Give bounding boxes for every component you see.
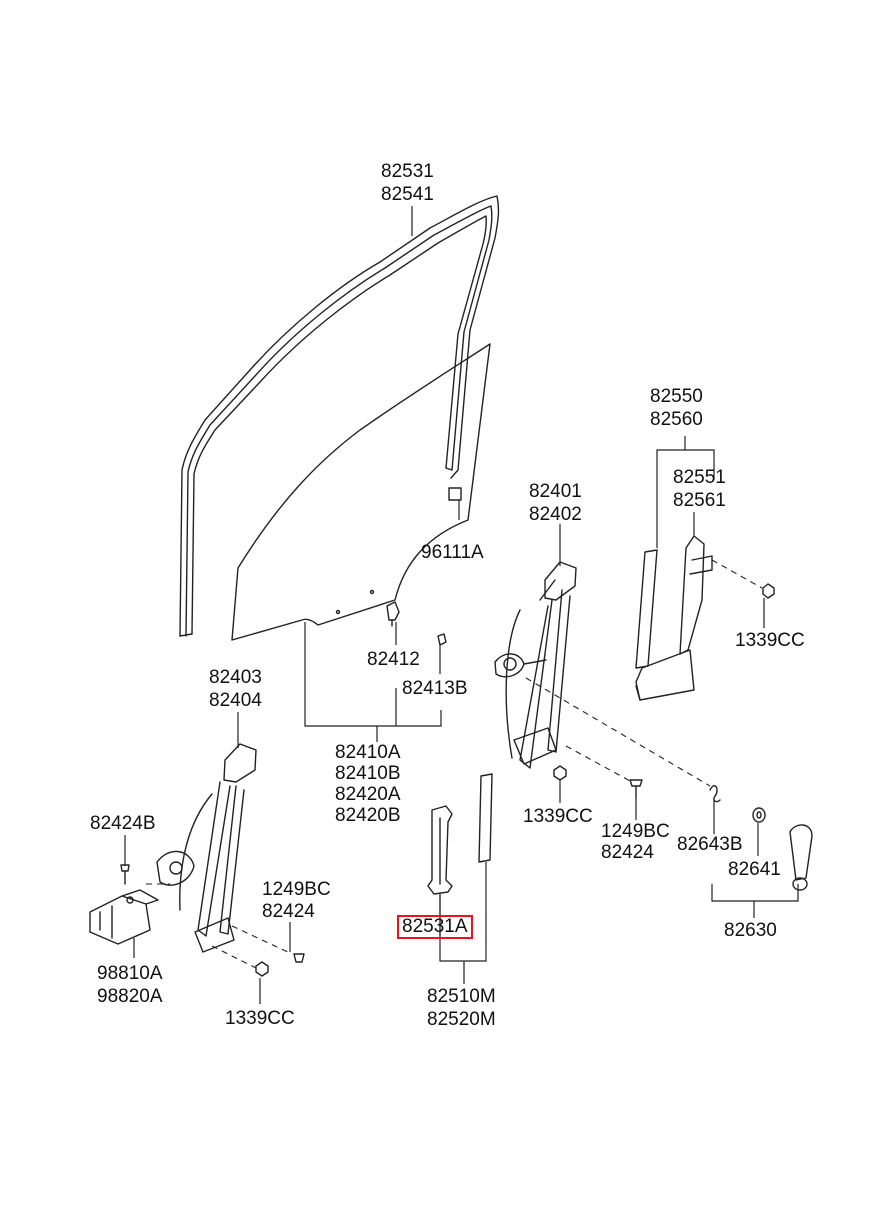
label-82413B[interactable]: 82413B [402, 678, 468, 699]
label-96111A[interactable]: 96111A [421, 542, 484, 563]
label-82404[interactable]: 82404 [209, 690, 262, 711]
regulator-right[interactable] [494, 561, 577, 769]
rear-channel[interactable] [635, 535, 713, 701]
label-82420B[interactable]: 82420B [335, 805, 401, 826]
bolt-1249BC-right[interactable] [629, 779, 643, 799]
label-82560[interactable]: 82560 [650, 409, 703, 430]
label-82403[interactable]: 82403 [209, 667, 262, 688]
label-82531[interactable]: 82531 [381, 161, 434, 182]
channel-82510M[interactable] [478, 773, 493, 863]
label-82510M[interactable]: 82510M [427, 986, 496, 1007]
glass-bushing[interactable] [437, 633, 447, 646]
clip-82643B[interactable] [709, 785, 721, 803]
label-82551[interactable]: 82551 [673, 467, 726, 488]
nut-1339CC-right[interactable] [553, 765, 567, 781]
glass-run-channel[interactable] [179, 195, 500, 637]
label-82401[interactable]: 82401 [529, 481, 582, 502]
glass-clip[interactable] [386, 601, 400, 627]
label-98810A[interactable]: 98810A [97, 963, 163, 984]
label-82643B[interactable]: 82643B [677, 834, 743, 855]
label-1339CC-right[interactable]: 1339CC [523, 806, 593, 827]
label-82550[interactable]: 82550 [650, 386, 703, 407]
bolt-1249BC-left[interactable] [293, 953, 305, 963]
label-82412[interactable]: 82412 [367, 649, 420, 670]
label-1249BC-left[interactable]: 1249BC [262, 879, 331, 900]
label-82561[interactable]: 82561 [673, 490, 726, 511]
label-98820A[interactable]: 98820A [97, 986, 163, 1007]
label-82410B[interactable]: 82410B [335, 763, 401, 784]
nut-1339CC-rear[interactable] [762, 583, 775, 599]
bolt-82424B[interactable] [120, 864, 130, 885]
label-1339CC-left[interactable]: 1339CC [225, 1008, 295, 1029]
motor-98810A[interactable] [89, 889, 159, 945]
label-82531A-highlighted[interactable]: 82531A [397, 915, 473, 939]
guide-82531A[interactable] [427, 805, 453, 895]
regulator-left[interactable] [156, 743, 257, 953]
label-82424-right[interactable]: 82424 [601, 842, 654, 863]
label-82541[interactable]: 82541 [381, 184, 434, 205]
label-82630[interactable]: 82630 [724, 920, 777, 941]
label-82424B[interactable]: 82424B [90, 813, 156, 834]
nut-1339CC-left[interactable] [255, 961, 269, 977]
label-82641[interactable]: 82641 [728, 859, 781, 880]
label-82420A[interactable]: 82420A [335, 784, 401, 805]
label-82410A[interactable]: 82410A [335, 742, 401, 763]
label-1249BC-right[interactable]: 1249BC [601, 821, 670, 842]
label-1339CC-rear[interactable]: 1339CC [735, 630, 805, 651]
leader-lines [124, 206, 799, 1004]
label-82424-left[interactable]: 82424 [262, 901, 315, 922]
washer-82641[interactable] [752, 807, 766, 823]
door-glass[interactable] [231, 343, 491, 641]
label-82402[interactable]: 82402 [529, 504, 582, 525]
label-82520M[interactable]: 82520M [427, 1009, 496, 1030]
handle-82630[interactable] [789, 824, 813, 891]
dashed-lines [146, 559, 763, 969]
